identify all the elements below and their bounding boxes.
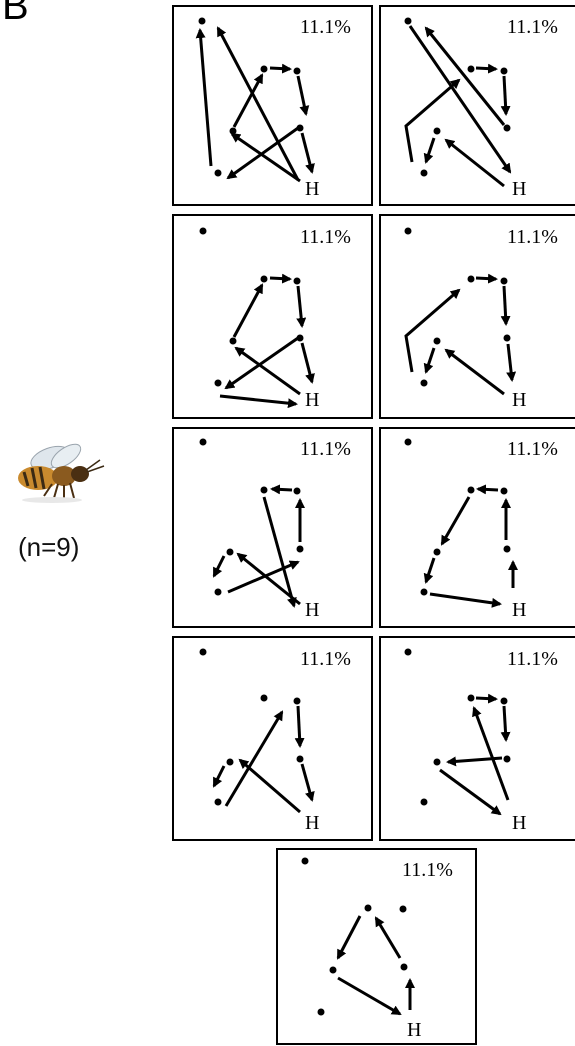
hive-label: H <box>305 389 319 411</box>
panel-frame <box>276 848 477 1045</box>
route-panel: 11.1% H <box>379 214 575 419</box>
hive-label: H <box>512 178 526 200</box>
route-percent: 11.1% <box>300 16 351 38</box>
route-panel: 11.1% H <box>379 5 575 206</box>
route-arrows <box>404 25 512 188</box>
route-panel: 11.1% H <box>276 848 477 1045</box>
route-percent: 11.1% <box>507 648 558 670</box>
panel-frame <box>172 214 373 419</box>
flower-dots <box>198 17 304 177</box>
route-arrows <box>423 484 518 608</box>
flower-dots <box>404 17 511 177</box>
hive-label: H <box>305 812 319 834</box>
route-panel: 11.1% H <box>172 214 373 419</box>
panel-frame <box>172 636 373 841</box>
route-percent: 11.1% <box>300 438 351 460</box>
hive-label: H <box>512 389 526 411</box>
panel-frame <box>379 214 575 419</box>
route-panel: 11.1% H <box>172 427 373 628</box>
route-arrows <box>439 693 511 816</box>
route-panel: 11.1% H <box>379 636 575 841</box>
hive-label: H <box>305 599 319 621</box>
route-arrows <box>219 273 315 409</box>
route-panel: 11.1% H <box>172 636 373 841</box>
flower-dots <box>301 857 408 1016</box>
sample-size-label: (n=9) <box>18 532 80 562</box>
route-percent: 11.1% <box>507 16 558 38</box>
route-panel: 11.1% H <box>379 427 575 628</box>
panel-frame <box>379 636 575 841</box>
route-percent: 11.1% <box>507 226 558 248</box>
panel-label: B <box>2 0 29 28</box>
flower-dots <box>404 648 511 806</box>
panel-frame <box>379 427 575 628</box>
flower-dots <box>199 227 304 387</box>
hive-label: H <box>305 178 319 200</box>
route-arrows <box>404 273 517 396</box>
route-percent: 11.1% <box>300 648 351 670</box>
flower-dots <box>199 648 304 806</box>
route-arrows <box>195 26 315 183</box>
route-percent: 11.1% <box>507 438 558 460</box>
hive-label: H <box>407 1019 421 1041</box>
hive-label: H <box>512 599 526 621</box>
route-arrows <box>336 915 415 1016</box>
route-percent: 11.1% <box>300 226 351 248</box>
hive-label: H <box>512 812 526 834</box>
route-arrows <box>212 705 315 814</box>
route-percent: 11.1% <box>402 859 453 881</box>
flower-dots <box>199 438 304 596</box>
route-panel: 11.1% H <box>172 5 373 206</box>
flower-dots <box>404 227 511 387</box>
flower-dots <box>404 438 511 596</box>
bee-icon <box>18 443 105 503</box>
panel-frame <box>379 5 575 206</box>
route-arrows <box>212 484 305 608</box>
